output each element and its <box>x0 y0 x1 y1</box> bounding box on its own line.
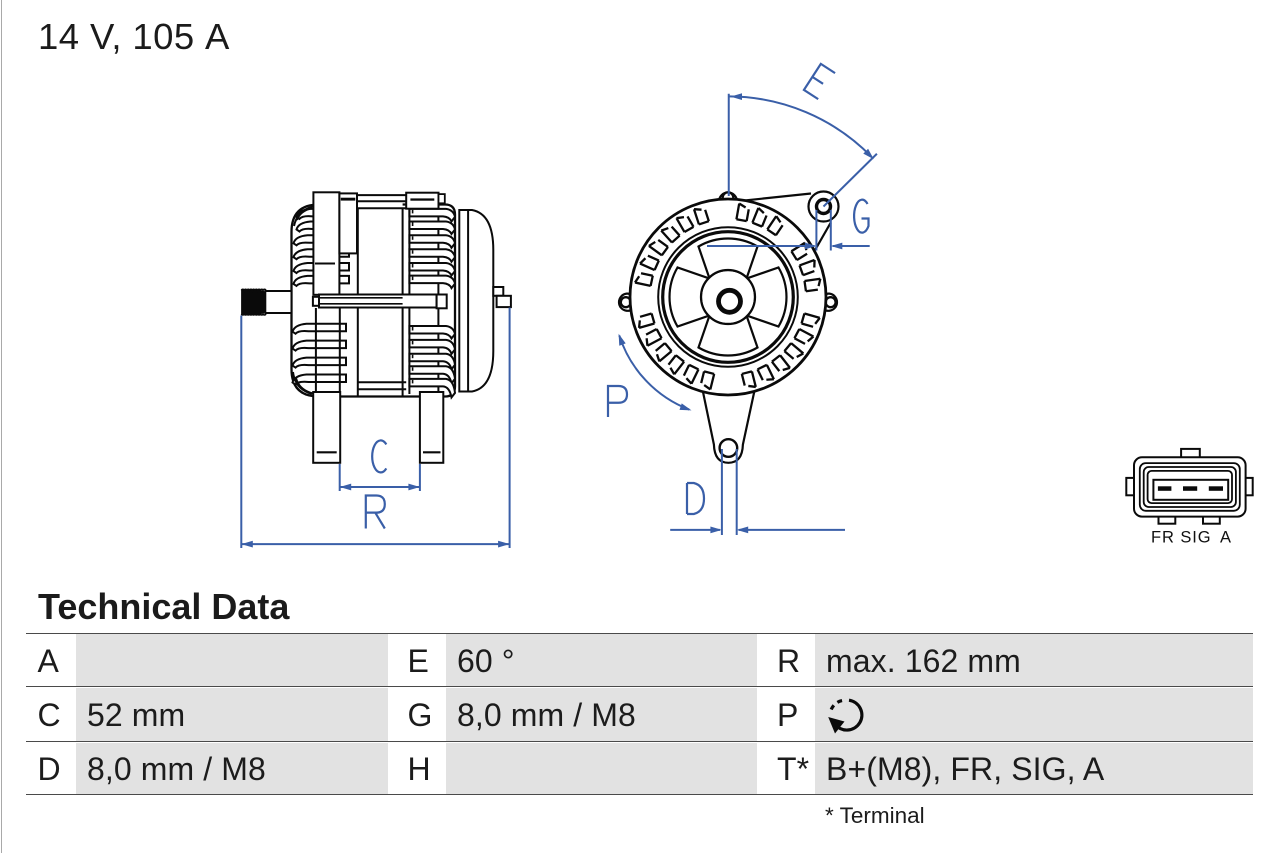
svg-text:FR SIG A: FR SIG A <box>1151 529 1231 547</box>
